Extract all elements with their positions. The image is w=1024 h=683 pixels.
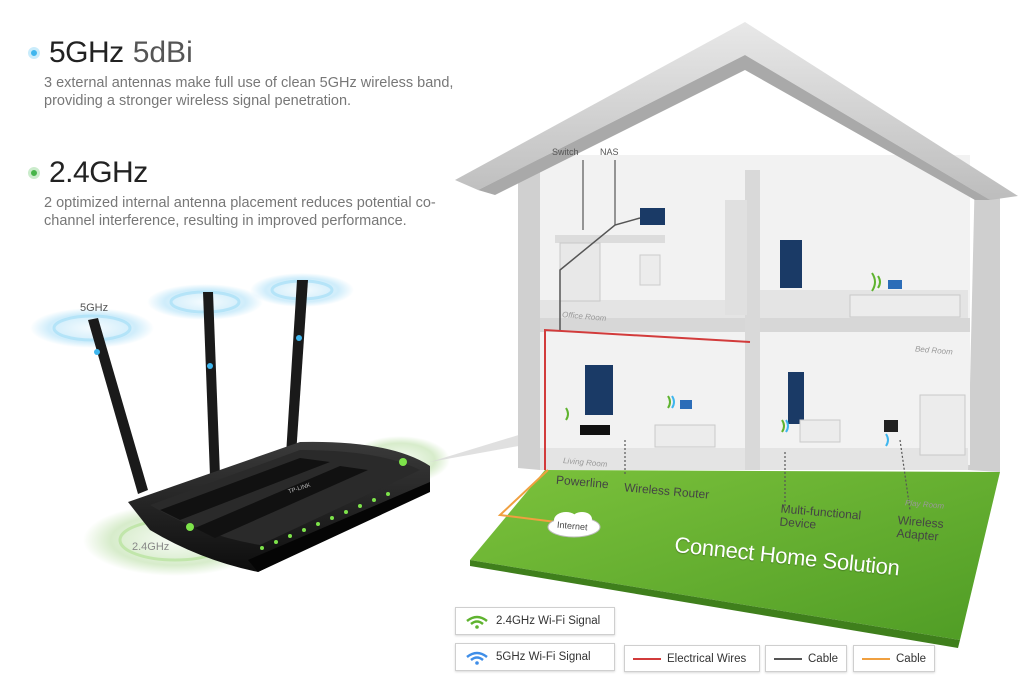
feature-24ghz: 2.4GHz 2 optimized internal antenna plac… <box>28 156 464 230</box>
legend-wifi5: 5GHz Wi-Fi Signal <box>455 643 615 671</box>
feature-description: 2 optimized internal antenna placement r… <box>44 195 436 229</box>
legend-electrical: Electrical Wires <box>624 645 760 672</box>
feature-subtitle: 5dBi <box>132 36 193 69</box>
orange-line-swatch <box>862 657 890 660</box>
legend-label: Cable <box>808 652 839 665</box>
device-label-switch: Switch <box>552 147 579 157</box>
feature-description: 3 external antennas make full use of cle… <box>44 75 454 109</box>
legend-label: 5GHz Wi-Fi Signal <box>496 651 591 663</box>
legend-cable-dark: Cable <box>765 645 847 672</box>
internet-cloud <box>547 512 601 538</box>
bullet-blue-icon <box>28 47 40 59</box>
feature-5ghz: 5GHz 5dBi 3 external antennas make full … <box>28 36 464 110</box>
wifi-blue-icon <box>466 651 488 665</box>
router-image <box>88 280 430 572</box>
wifi-green-icon <box>466 615 488 629</box>
device-label-nas: NAS <box>600 147 619 157</box>
legend-label: Electrical Wires <box>667 652 747 665</box>
legend-label: Cable <box>896 652 927 665</box>
bullet-green-icon <box>28 167 40 179</box>
house <box>455 22 1018 523</box>
feature-title: 5GHz <box>49 36 124 69</box>
feature-title: 2.4GHz <box>49 156 148 189</box>
device-label-adapter: Wireless Adapter <box>895 513 945 544</box>
lawn <box>470 470 1000 640</box>
legend-wifi24: 2.4GHz Wi-Fi Signal <box>455 607 615 635</box>
legend-cable-orange: Cable <box>853 645 935 672</box>
router-label-24ghz: 2.4GHz <box>132 541 170 553</box>
router-label-5ghz: 5GHz <box>80 302 109 314</box>
red-line-swatch <box>633 657 661 660</box>
legend-label: 2.4GHz Wi-Fi Signal <box>496 615 601 627</box>
dark-line-swatch <box>774 657 802 660</box>
